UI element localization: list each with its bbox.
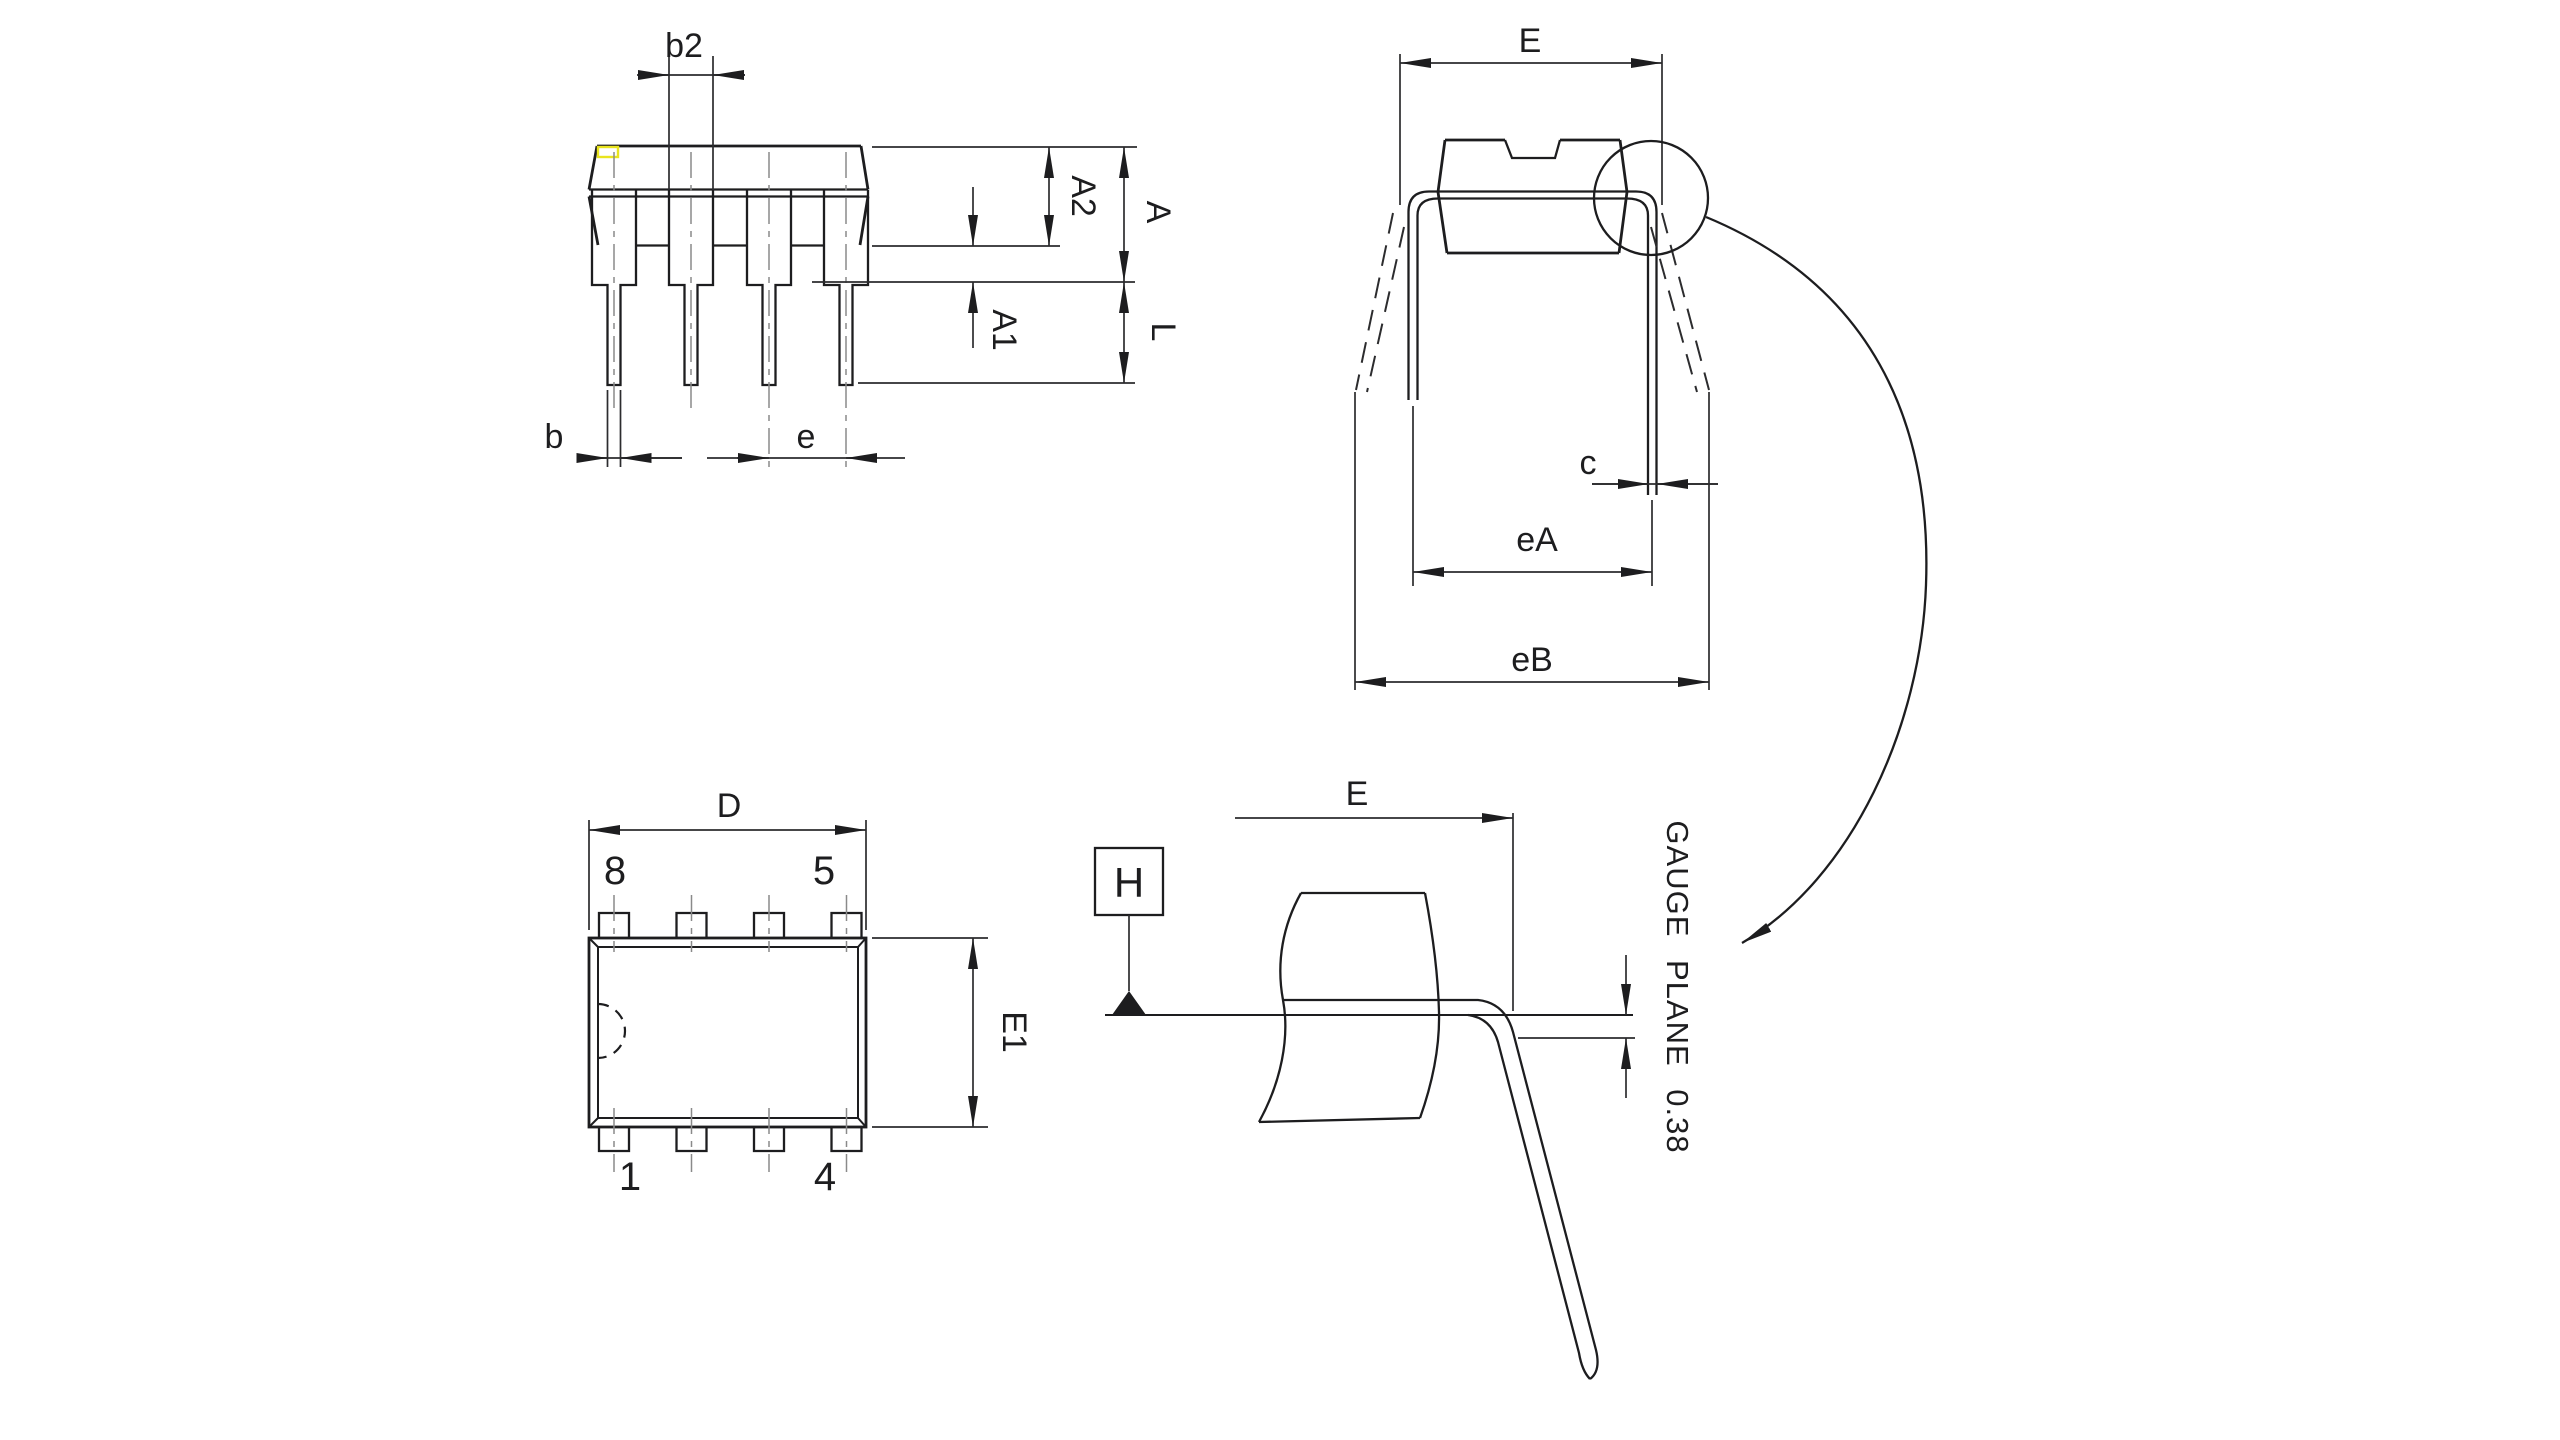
- end-view-leads: [1355, 190, 1710, 495]
- dim-label-ea: eA: [1516, 521, 1558, 559]
- dim-label-d: D: [717, 787, 742, 825]
- dimension-e: e: [707, 418, 905, 463]
- pin-number-8: 8: [604, 849, 626, 893]
- dimension-b: b: [545, 390, 682, 467]
- top-view-package-body: [587, 936, 868, 1129]
- detail-view: E H GAUGE PLANE 0.38: [1093, 775, 1695, 1380]
- dim-label-E-endview: E: [1519, 22, 1542, 60]
- dimension-a: A: [1119, 147, 1177, 282]
- dimension-E-detail: E: [1235, 775, 1514, 1011]
- dim-label-c: c: [1580, 444, 1597, 482]
- pin-bottom-2: [675, 1127, 708, 1153]
- end-view-package-body: [1436, 138, 1629, 255]
- dimension-e1: E1: [872, 937, 1033, 1128]
- dimension-ea: eA: [1412, 406, 1653, 586]
- dimension-b2: b2: [637, 27, 745, 190]
- dim-label-eb: eB: [1511, 641, 1553, 679]
- side-view: b2 A2 A L A1: [545, 27, 1182, 467]
- lead-splay-dashed: [1366, 226, 1405, 393]
- pin1-index-notch: [597, 1002, 627, 1060]
- dim-label-a: A: [1139, 201, 1177, 224]
- dimension-eb: eB: [1354, 392, 1710, 690]
- pin-number-1: 1: [619, 1155, 641, 1199]
- dimension-l: L: [1119, 282, 1182, 383]
- highlight-mark: [596, 145, 620, 159]
- gauge-plane-label: GAUGE PLANE 0.38: [1660, 820, 1695, 1153]
- pin-number-4: 4: [814, 1155, 836, 1199]
- lead-splay-dashed: [1355, 212, 1394, 391]
- detail-callout-circle: [1592, 139, 1710, 257]
- dim-label-l: L: [1144, 323, 1182, 342]
- dimension-a2: A2: [1044, 147, 1102, 246]
- break-line-left: [1257, 892, 1303, 1123]
- pin-bottom-1: [597, 1127, 631, 1153]
- dim-label-b: b: [545, 418, 564, 456]
- pin-bottom-3: [752, 1127, 786, 1153]
- dim-label-e: e: [797, 418, 816, 456]
- side-view-package-body: [587, 144, 870, 247]
- side-view-pins: [590, 152, 870, 467]
- break-line-right: [1418, 892, 1441, 1119]
- top-view: 8 5 1 4 D E1: [587, 787, 1033, 1199]
- pin-numbers: 8 5 1 4: [604, 849, 836, 1199]
- dim-label-a1: A1: [985, 309, 1023, 351]
- top-view-pins: [597, 895, 863, 1172]
- lead-splay-dashed: [1650, 226, 1698, 393]
- index-notch: [1503, 139, 1562, 160]
- lead-splay-dashed: [1661, 212, 1710, 391]
- dimension-a1: A1: [968, 187, 1023, 351]
- dim-label-e1: E1: [995, 1011, 1033, 1053]
- dimension-d: D: [588, 787, 867, 930]
- detail-lead: [1282, 998, 1599, 1380]
- dim-label-a2: A2: [1064, 175, 1102, 217]
- pin-number-5: 5: [813, 849, 835, 893]
- detail-package-body: [1257, 891, 1441, 1124]
- dim-label-b2: b2: [665, 27, 703, 65]
- detail-leader-arrow: [1705, 215, 1928, 944]
- datum-triangle: [1112, 991, 1146, 1015]
- end-view: E c eA: [1354, 22, 1928, 944]
- dimension-c: c: [1580, 444, 1718, 489]
- pin-bottom-4: [830, 1127, 863, 1153]
- dim-label-E-detail: E: [1346, 775, 1369, 813]
- dimension-E-endview: E: [1399, 22, 1663, 205]
- datum-h: H: [1093, 846, 1165, 1015]
- datum-h-label: H: [1114, 859, 1144, 906]
